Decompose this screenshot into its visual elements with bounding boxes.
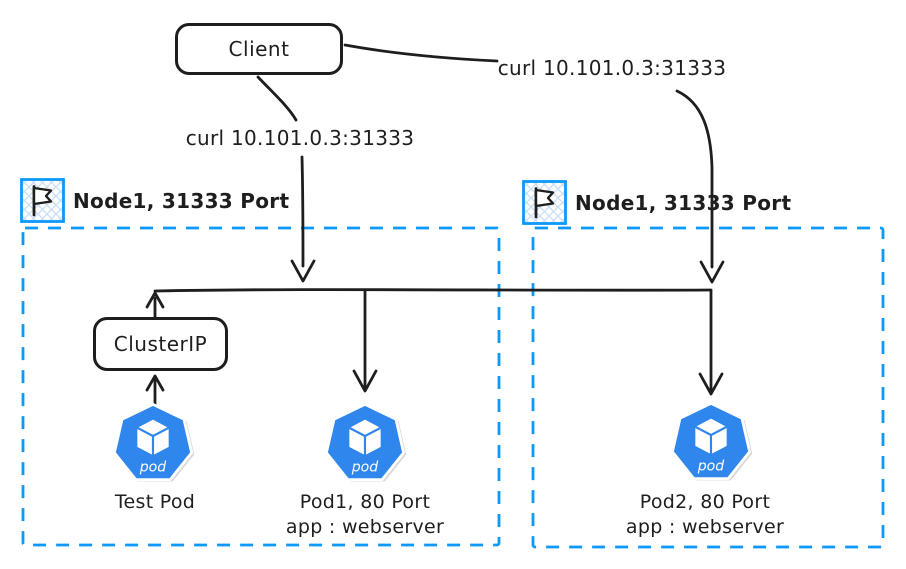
arrowhead-testpod-up (145, 374, 165, 392)
arrowhead-pod1-down (352, 369, 378, 393)
pod2-icon (670, 401, 754, 482)
curl-command-right: curl 10.101.0.3:31333 (497, 56, 727, 80)
test-pod-icon (112, 402, 196, 483)
curl-command-left: curl 10.101.0.3:31333 (185, 126, 415, 150)
clusterip-label: ClusterIP (113, 332, 208, 356)
arrowhead-curl-right (699, 260, 725, 284)
pod1-detail: app : webserver (285, 516, 445, 538)
node2-label: Node1, 31333 Port (575, 191, 792, 215)
node2-boundary (531, 226, 885, 549)
arrowhead-curl-left (290, 259, 316, 283)
client-label: Client (228, 37, 290, 61)
pod1-icon (324, 402, 408, 483)
line-client-to-curl-left (256, 75, 298, 122)
pod1-name: Pod1, 80 Port (299, 491, 431, 513)
node1-boundary (21, 226, 501, 547)
arrow-curl-right-to-node2 (675, 89, 714, 269)
arrowhead-pod2-down (698, 372, 724, 396)
node2-flag-icon (522, 180, 567, 225)
test-pod-name: Test Pod (114, 491, 196, 513)
line-client-to-curl-right (343, 43, 499, 63)
arrow-curl-left-to-node1 (300, 155, 305, 268)
pod2-detail: app : webserver (625, 516, 785, 538)
arrowhead-clusterip-up (145, 291, 165, 309)
client-box: Client (175, 23, 343, 75)
node1-flag-icon (20, 178, 65, 223)
node1-label: Node1, 31333 Port (73, 189, 290, 213)
clusterip-box: ClusterIP (93, 317, 228, 371)
line-nodeport-bus (153, 288, 713, 293)
pod2-name: Pod2, 80 Port (639, 491, 771, 513)
